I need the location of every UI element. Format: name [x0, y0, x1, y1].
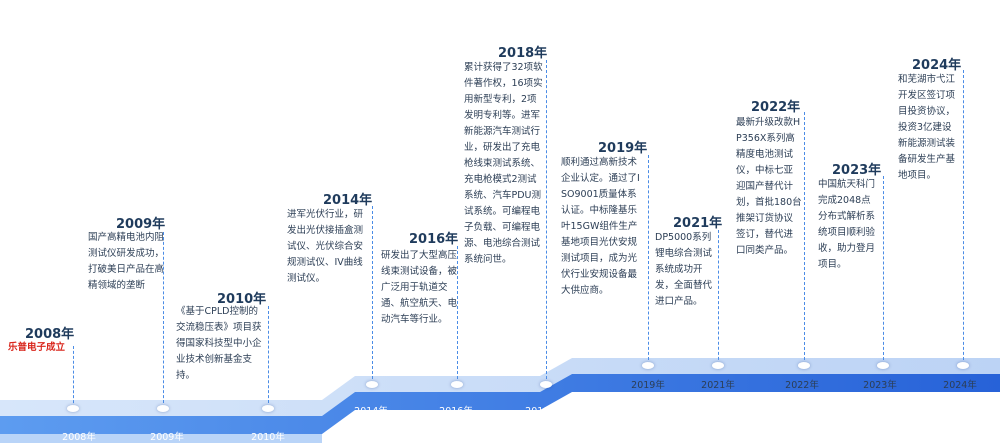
milestone-year: 2018年 [498, 46, 548, 61]
ribbon-shadow [0, 434, 322, 443]
milestone-node [157, 405, 169, 412]
milestone-text: 进军光伏行业，研发出光伏接插盒测试仪、光伏综合安规测试仪、IV曲线测试仪。 [287, 209, 364, 284]
ribbon-front-face [0, 374, 1000, 434]
milestone-node [798, 362, 810, 369]
milestone-year: 2022年 [751, 100, 801, 115]
axis-label: 2021年 [701, 380, 735, 391]
milestone-text: 中国航天科门完成2048点分布式解析系统项目顺利验收，助力登月项目。 [818, 179, 876, 270]
milestone-node [877, 362, 889, 369]
milestone-connector [804, 112, 805, 365]
axis-label: 2024年 [943, 380, 977, 391]
milestone-connector [963, 70, 964, 365]
milestone-node [957, 362, 969, 369]
axis-label: 2009年 [150, 432, 184, 443]
milestone-text: 国产高精电池内阻测试仪研发成功，打破美日产品在高精领域的垄断 [88, 232, 165, 291]
axis-label: 2016年 [439, 406, 473, 417]
milestone-connector [372, 206, 373, 384]
milestone-text: 顺利通过高新技术企业认定。通过了ISO9001质量体系认证。中标隆基乐叶15GW… [561, 157, 640, 296]
milestone-year: 2024年 [912, 58, 962, 73]
milestone-node [712, 362, 724, 369]
milestone-connector [163, 232, 164, 408]
axis-label: 2008年 [62, 432, 96, 443]
milestone-connector [268, 306, 269, 408]
milestone-connector [718, 230, 719, 365]
axis-label: 2022年 [785, 380, 819, 391]
milestone-connector [883, 176, 884, 365]
milestone-connector [73, 346, 74, 408]
milestone-text: 《基于CPLD控制的交流稳压表》项目获得国家科技型中小企业技术创新基金支持。 [176, 306, 262, 381]
milestone-connector [546, 60, 547, 384]
milestone-year: 2008年 [25, 327, 75, 342]
milestone-year: 2009年 [116, 217, 166, 232]
axis-label: 2018年 [525, 406, 559, 417]
milestone-text: 累计获得了32项软件著作权，16项实用新型专利，2项发明专利等。进军新能源汽车测… [464, 62, 543, 265]
axis-label: 2023年 [863, 380, 897, 391]
milestone-node [451, 381, 463, 388]
milestone-year: 2019年 [598, 141, 648, 156]
milestone-year: 2014年 [323, 193, 373, 208]
milestone-connector [648, 155, 649, 365]
milestone-text: 乐普电子成立 [8, 342, 66, 353]
axis-label: 2010年 [251, 432, 285, 443]
milestone-text: 研发出了大型高压线束测试设备，被广泛用于轨道交通、航空航天、电动汽车等行业。 [381, 250, 458, 325]
milestone-year: 2010年 [217, 292, 267, 307]
milestone-node [540, 381, 552, 388]
milestone-year: 2021年 [673, 216, 723, 231]
milestone-connector [457, 246, 458, 384]
milestone-text: 最新升级改款HP356X系列高精度电池测试仪，中标七亚迎国产替代计划，首批180… [736, 117, 802, 256]
milestone-node [262, 405, 274, 412]
milestone-node [366, 381, 378, 388]
milestone-text: 和芜湖市弋江开发区签订项目投资协议，投资3亿建设新能源测试装备研发生产基地项目。 [898, 74, 956, 181]
milestone-year: 2023年 [832, 163, 882, 178]
axis-label: 2019年 [631, 380, 665, 391]
milestone-text: DP5000系列锂电综合测试系统成功开发，全面替代进口产品。 [655, 232, 713, 307]
axis-label: 2014年 [354, 406, 388, 417]
milestone-node [642, 362, 654, 369]
ribbon-top-face [0, 358, 1000, 416]
milestone-node [67, 405, 79, 412]
milestone-year: 2016年 [409, 232, 459, 247]
